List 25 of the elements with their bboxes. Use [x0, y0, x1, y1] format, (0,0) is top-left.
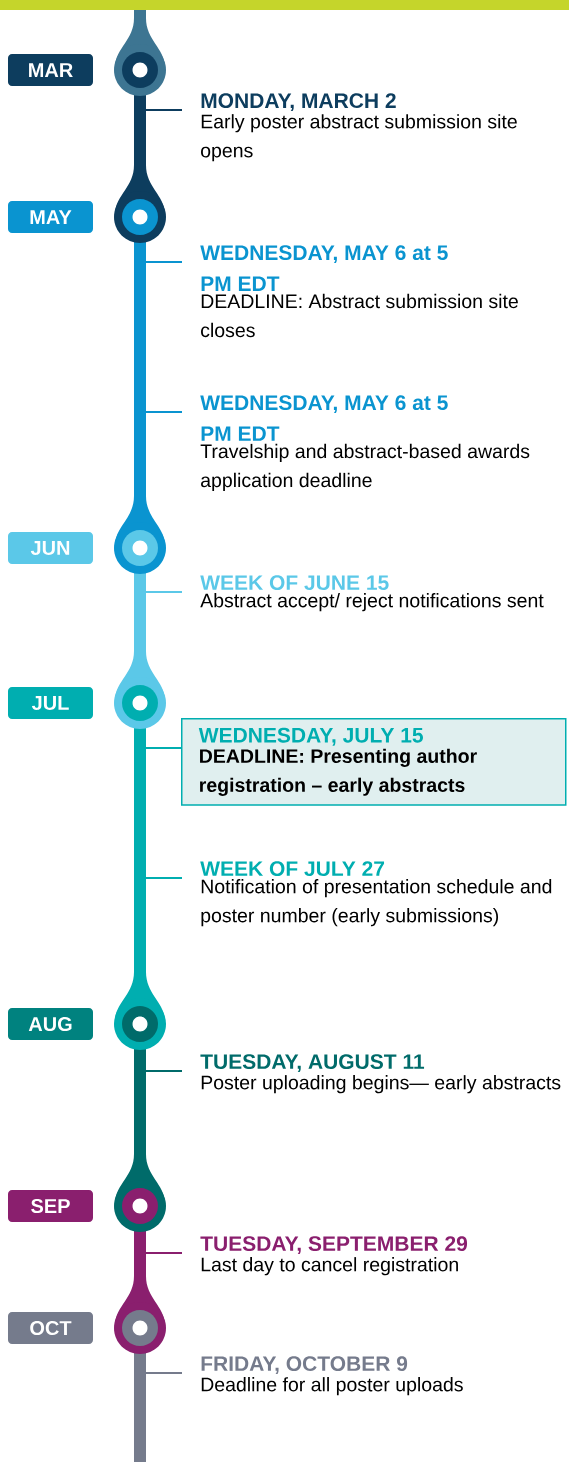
- leader-line: [145, 109, 183, 111]
- month-badge: AUG: [8, 1008, 93, 1040]
- event-text: WEEK OF JULY 27 Notification of presentation schedule and poster number (early submissions): [200, 861, 552, 927]
- month-badge: MAR: [8, 54, 93, 86]
- leader-line: [145, 747, 182, 749]
- leader-line: [145, 1070, 183, 1072]
- event-text: WEEK OF JUNE 15 Abstract accept/ reject notifications sent: [200, 575, 544, 612]
- event-text: TUESDAY, AUGUST 11 Poster uploading begins— early abstracts: [200, 1054, 561, 1094]
- leader-line: [145, 877, 183, 879]
- leader-line: [145, 1372, 183, 1374]
- month-badge: MAY: [8, 201, 93, 233]
- event-text: WEDNESDAY, MAY 6 at 5 PM EDT Travelship and abstract-based awards application deadline: [200, 395, 530, 492]
- leader-line: [145, 411, 183, 413]
- highlight-box: WEDNESDAY, JULY 15 DEADLINE: Presenting author registration – early abstracts: [181, 718, 567, 806]
- month-badge: JUL: [8, 687, 93, 719]
- event-text: MONDAY, MARCH 2 Early poster abstract submission site opens: [201, 93, 517, 162]
- event-text: TUESDAY, SEPTEMBER 29 Last day to cancel registration: [200, 1236, 468, 1276]
- month-badge: JUN: [8, 532, 93, 564]
- leader-line: [145, 591, 183, 593]
- leader-line: [145, 1252, 183, 1254]
- month-badge: SEP: [8, 1190, 93, 1222]
- month-badge: OCT: [8, 1312, 93, 1344]
- event-text: FRIDAY, OCTOBER 9 Deadline for all poster uploads: [201, 1356, 463, 1396]
- event-text: WEDNESDAY, MAY 6 at 5 PM EDT DEADLINE: Abstract submission site closes: [200, 245, 518, 338]
- leader-line: [145, 261, 183, 263]
